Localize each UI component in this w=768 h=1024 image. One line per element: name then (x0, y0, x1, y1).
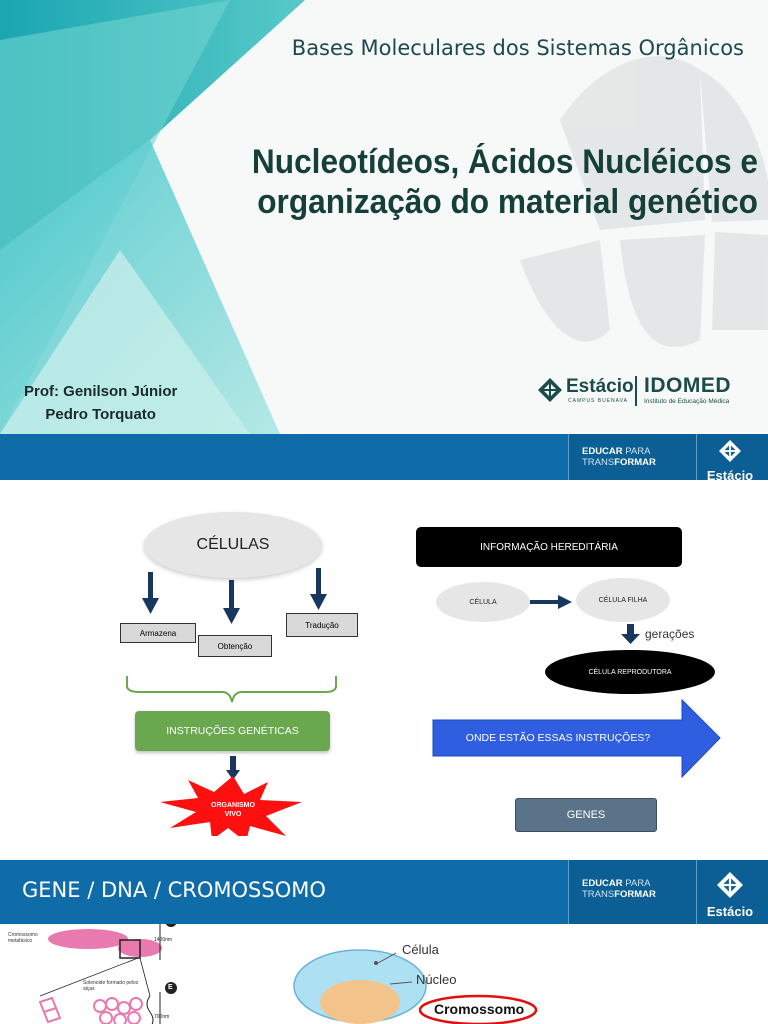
band-brand-text: Estácio (706, 904, 754, 919)
brand-band-1: EDUCAR PARA TRANSFORMAR Estácio (0, 434, 768, 483)
estacio-diamond-icon (538, 378, 562, 402)
estacio-logo: Estácio CAMPUS BUENAVA (538, 374, 634, 406)
cromossomo-metafasico-label: Cromossomo metafásico (8, 932, 38, 944)
genes-node: GENES (515, 798, 657, 832)
cromossomo-label: Cromossomo (434, 1001, 525, 1017)
brand-band-2: GENE / DNA / CROMOSSOMO EDUCAR PARA TRAN… (0, 860, 768, 924)
idomed-logo-sub: Instituto de Educação Médica (644, 398, 730, 405)
celula-node: CÉLULA (436, 582, 530, 622)
geracoes-label: gerações (645, 627, 695, 641)
professor-1: Prof: Genilson Júnior (24, 383, 178, 400)
educar-para-transformar: EDUCAR PARA TRANSFORMAR (582, 878, 656, 900)
idomed-logo: IDOMED Instituto de Educação Médica (644, 374, 731, 405)
celula-filha-node: CÉLULA FILHA (576, 578, 670, 622)
concept-map-slide: CÉLULAS Armazena Obtenção Tradução INSTR… (0, 480, 768, 836)
course-subtitle: Bases Moleculares dos Sistemas Orgânicos (291, 36, 744, 60)
traducao-node: Tradução (286, 613, 358, 637)
gene-dna-slide-content: Cromossomo metafásico 1400nm Solenoide f… (0, 924, 768, 1024)
marker-e: E (168, 984, 173, 991)
celula-label: Célula (402, 942, 439, 957)
celula-reprodutora-node: CÉLULA REPRODUTORA (545, 650, 715, 694)
concept-map-connectors (126, 568, 721, 836)
logo-divider (635, 376, 637, 406)
slide3-title: GENE / DNA / CROMOSSOMO (22, 878, 326, 902)
presentation-title: Nucleotídeos, Ácidos Nucléicos e organiz… (237, 142, 758, 222)
idomed-logo-text: IDOMED (644, 374, 731, 397)
instrucoes-geneticas-node: INSTRUÇÕES GENÉTICAS (135, 711, 330, 751)
estacio-logo-text: Estácio (566, 376, 634, 397)
estacio-diamond-icon (717, 872, 743, 898)
solenoide-label: Solenoide formado pelos alças (83, 980, 139, 992)
band-estacio-logo: Estácio (704, 440, 756, 483)
educar-para-transformar: EDUCAR PARA TRANSFORMAR (582, 446, 656, 468)
label-700nm: 700nm (154, 1014, 170, 1020)
title-line-2: organização do material genético (257, 183, 758, 221)
label-1400nm: 1400nm (154, 937, 173, 943)
title-slide-background (0, 0, 768, 434)
estacio-diamond-icon (719, 440, 741, 462)
title-slide: Bases Moleculares dos Sistemas Orgânicos… (0, 0, 768, 434)
celulas-node: CÉLULAS (144, 512, 322, 578)
title-line-1: Nucleotídeos, Ácidos Nucléicos e (251, 143, 758, 181)
professor-2: Pedro Torquato (45, 406, 156, 423)
band-brand-text: Estácio (706, 468, 754, 483)
onde-estao-label: ONDE ESTÃO ESSAS INSTRUÇÕES? (465, 732, 651, 744)
armazena-node: Armazena (120, 623, 196, 643)
onde-arrow-shape (432, 698, 721, 779)
band-estacio-logo: Estácio (704, 872, 756, 919)
organismo-burst-shape (160, 776, 302, 836)
informacao-hereditaria-node: INFORMAÇÃO HEREDITÁRIA (416, 527, 682, 567)
estacio-logo-sub: CAMPUS BUENAVA (568, 398, 628, 404)
organismo-vivo-label: ORGANISMO VIVO (211, 802, 255, 818)
chromosome-diagram (38, 924, 538, 1024)
obtencao-node: Obtenção (198, 635, 272, 657)
professors: Prof: Genilson Júnior Pedro Torquato (24, 380, 177, 426)
nucleo-label: Núcleo (416, 972, 457, 987)
